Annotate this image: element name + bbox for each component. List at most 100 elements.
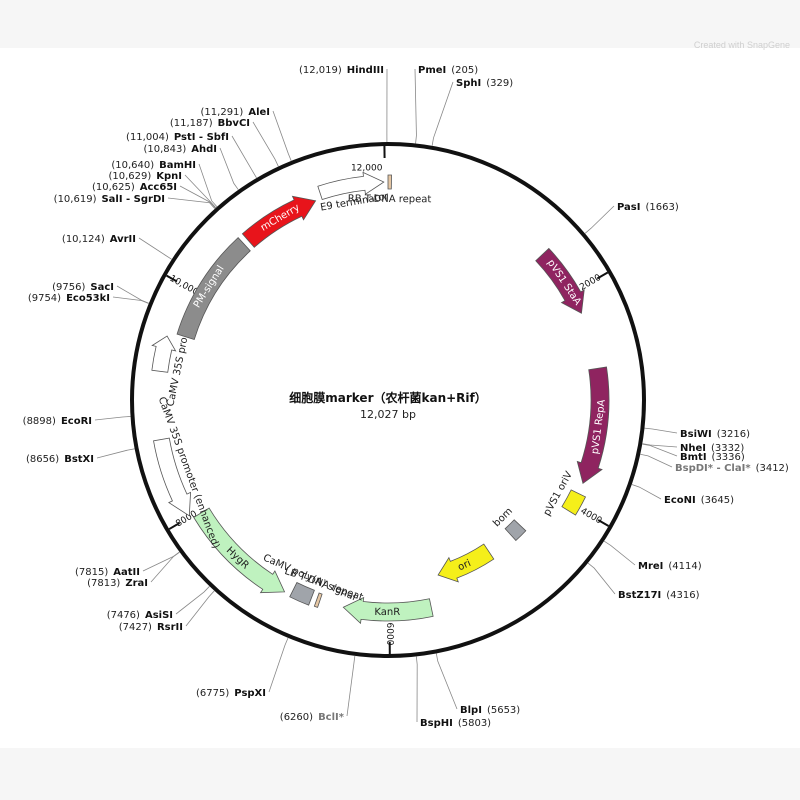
- feature-mcherry[interactable]: [241, 195, 317, 248]
- plasmid-size: 12,027 bp: [360, 408, 416, 421]
- site-leader-line: [198, 163, 218, 208]
- site-saci[interactable]: (9756)SacI: [52, 282, 149, 304]
- site-mrei[interactable]: MreI (4114): [603, 540, 702, 572]
- site-aatii[interactable]: (7815)AatII: [75, 551, 180, 578]
- site-alei[interactable]: (11,291)AleI: [201, 107, 292, 161]
- site-position: (1663): [645, 202, 678, 213]
- feature-label-kanr: KanR: [374, 607, 400, 618]
- site-bspdi-clai[interactable]: BspDI* - ClaI*(3412): [640, 453, 789, 474]
- site-rsrii[interactable]: (7427)RsrII: [119, 590, 215, 633]
- ruler-label: 4000: [579, 506, 604, 526]
- site-name: KpnI: [156, 171, 182, 182]
- site-psti-sbfi[interactable]: (11,004)PstI - SbfI: [126, 132, 257, 179]
- site-leader-line: [640, 453, 673, 468]
- site-position: (3332): [711, 443, 744, 454]
- site-leader-line: [435, 653, 458, 710]
- feature-bom[interactable]: [504, 519, 527, 542]
- site-position: (10,640): [111, 160, 154, 171]
- site-leader-line: [219, 147, 239, 191]
- site-eco53ki[interactable]: (9754)Eco53kI: [28, 293, 149, 304]
- site-bamhi[interactable]: (10,640)BamHI: [111, 160, 218, 208]
- feature-kanr[interactable]: [342, 596, 434, 625]
- site-position: (8898): [23, 416, 56, 427]
- site-sali-sgrdi[interactable]: (10,619)SalI - SgrDI: [54, 194, 216, 209]
- site-name: BbvCI: [218, 118, 250, 129]
- watermark-prefix: Created with: [693, 40, 745, 50]
- feature-pvs1-staa[interactable]: [535, 247, 585, 314]
- site-leader-line: [414, 68, 417, 144]
- site-pasi[interactable]: PasI (1663): [584, 202, 679, 234]
- site-econi[interactable]: EcoNI(3645): [631, 484, 734, 506]
- site-leader-line: [272, 110, 292, 161]
- site-name: EcoRI: [61, 416, 92, 427]
- site-position: (10,625): [92, 182, 135, 193]
- site-label: BstZ17I(4316): [618, 590, 700, 601]
- feature-pvs1-repa[interactable]: [576, 366, 610, 484]
- site-bstxi[interactable]: (8656)BstXI: [26, 448, 135, 465]
- feature-camv-poly-a-signal[interactable]: [289, 581, 315, 606]
- site-blpi[interactable]: BlpI(5653): [435, 653, 520, 716]
- feature-hygr[interactable]: [193, 507, 286, 594]
- site-label: SphI(329): [456, 78, 513, 89]
- site-label: (9756)SacI: [52, 282, 114, 293]
- ruler-tick: [166, 274, 178, 283]
- site-kpni[interactable]: (10,629)KpnI: [108, 171, 217, 209]
- site-bcli[interactable]: (6260)BclI*: [280, 655, 356, 723]
- feature-camv-35s-promoter[interactable]: [151, 335, 177, 373]
- site-position: (3216): [717, 429, 750, 440]
- site-label: EcoNI(3645): [664, 495, 734, 506]
- site-leader-line: [94, 416, 131, 421]
- site-ecori[interactable]: (8898) EcoRI: [23, 416, 131, 427]
- site-label: (7815)AatII: [75, 567, 140, 578]
- bottom-band: [0, 748, 800, 800]
- site-name: SphI: [456, 78, 481, 89]
- feature-rb-t-dna-repeat[interactable]: [387, 174, 392, 190]
- site-leader-line: [138, 237, 172, 260]
- site-name: MreI: [638, 561, 663, 572]
- site-ahdi[interactable]: (10,843)AhdI: [143, 144, 239, 191]
- feature-lb-t-dna-repeat[interactable]: [313, 592, 323, 608]
- site-leader-line: [603, 540, 636, 566]
- feature-camv-35s-promoter-enhanced[interactable]: [153, 437, 191, 517]
- top-band: [0, 0, 800, 48]
- site-label: PmeI(205): [418, 65, 478, 76]
- site-position: (5803): [458, 718, 491, 729]
- site-pspxi[interactable]: (6775)PspXI: [196, 637, 289, 699]
- site-position: (10,619): [54, 194, 97, 205]
- site-leader-line: [584, 205, 615, 234]
- feature-pm-signal[interactable]: [176, 237, 251, 340]
- site-leader-line: [179, 185, 216, 209]
- ruler-label: 6000: [384, 623, 394, 646]
- site-leader-line: [116, 285, 149, 304]
- site-leader-line: [112, 296, 149, 304]
- site-pmei[interactable]: PmeI(205): [414, 65, 478, 144]
- site-bsphi[interactable]: BspHI(5803): [415, 656, 491, 729]
- feature-e9-terminator[interactable]: [317, 171, 385, 201]
- site-label: (7813)ZraI: [87, 578, 148, 589]
- site-leader-line: [175, 586, 210, 615]
- site-name: EcoNI: [664, 495, 696, 506]
- site-avrii[interactable]: (10,124)AvrII: [62, 234, 172, 260]
- site-position: (7476): [107, 610, 140, 621]
- site-position: (11,291): [201, 107, 244, 118]
- site-label: PasI (1663): [617, 202, 679, 213]
- site-sphi[interactable]: SphI(329): [431, 78, 513, 146]
- site-nhei[interactable]: NheI(3332): [642, 443, 744, 454]
- site-bbvci[interactable]: (11,187)BbvCI: [170, 118, 279, 167]
- site-position: (10,124): [62, 234, 105, 245]
- site-leader-line: [167, 197, 216, 209]
- site-bmti[interactable]: BmtI(3336): [642, 443, 745, 463]
- site-bstz17i[interactable]: BstZ17I(4316): [587, 562, 700, 601]
- site-position: (7815): [75, 567, 108, 578]
- site-position: (9756): [52, 282, 85, 293]
- site-position: (4114): [668, 561, 701, 572]
- site-hindiii[interactable]: (12,019)HindIII: [299, 65, 388, 143]
- site-name: PasI: [617, 202, 640, 213]
- site-label: (7427)RsrII: [119, 622, 183, 633]
- site-asisi[interactable]: (7476)AsiSI: [107, 586, 210, 621]
- site-leader-line: [252, 121, 279, 167]
- site-acc65i[interactable]: (10,625)Acc65I: [92, 182, 216, 209]
- site-bsiwi[interactable]: BsiWI(3216): [644, 427, 750, 440]
- feature-pvs1-oriv[interactable]: [561, 489, 587, 516]
- feature-ori[interactable]: [437, 543, 495, 583]
